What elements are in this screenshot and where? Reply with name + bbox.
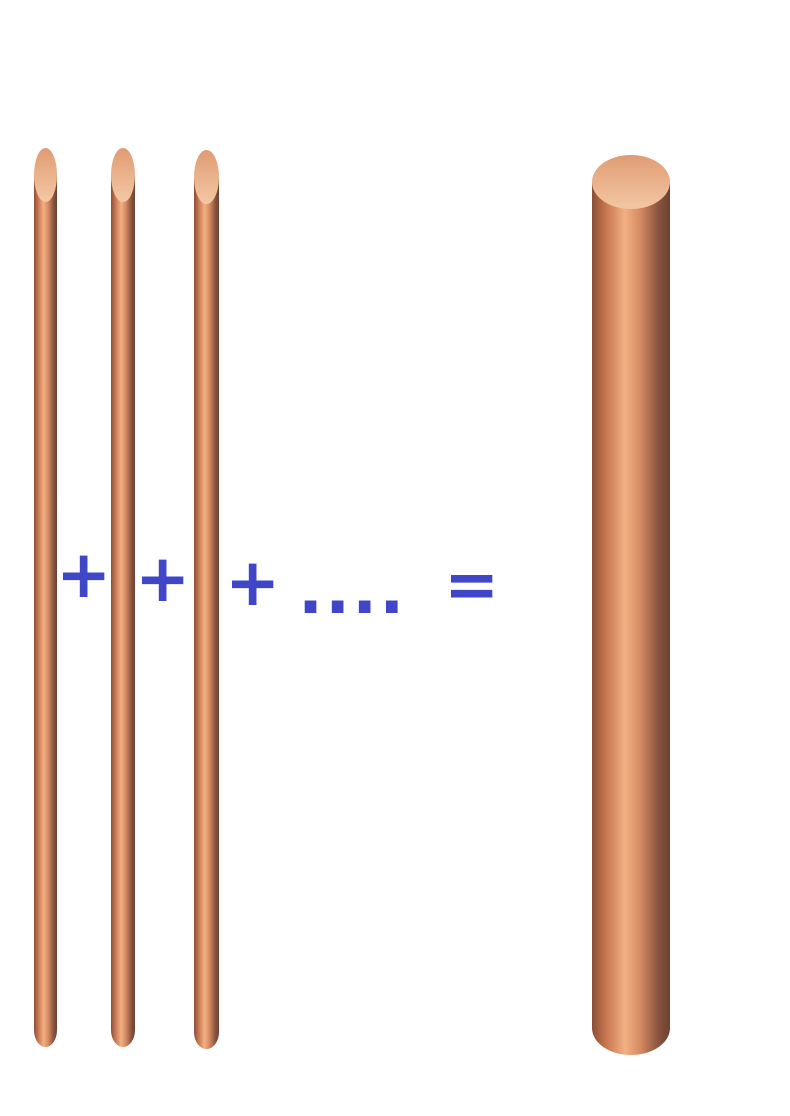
thin-wire-3 (194, 150, 219, 1049)
plus-sign-3: + (225, 544, 281, 621)
thin-wire-1 (34, 148, 57, 1047)
plus-sign-1: + (56, 536, 112, 613)
plus-sign-2: + (135, 540, 191, 617)
ellipsis: .... (298, 552, 407, 629)
equals-sign: = (444, 546, 500, 623)
thin-wire-2 (111, 148, 135, 1047)
thick-wire (592, 155, 670, 1055)
